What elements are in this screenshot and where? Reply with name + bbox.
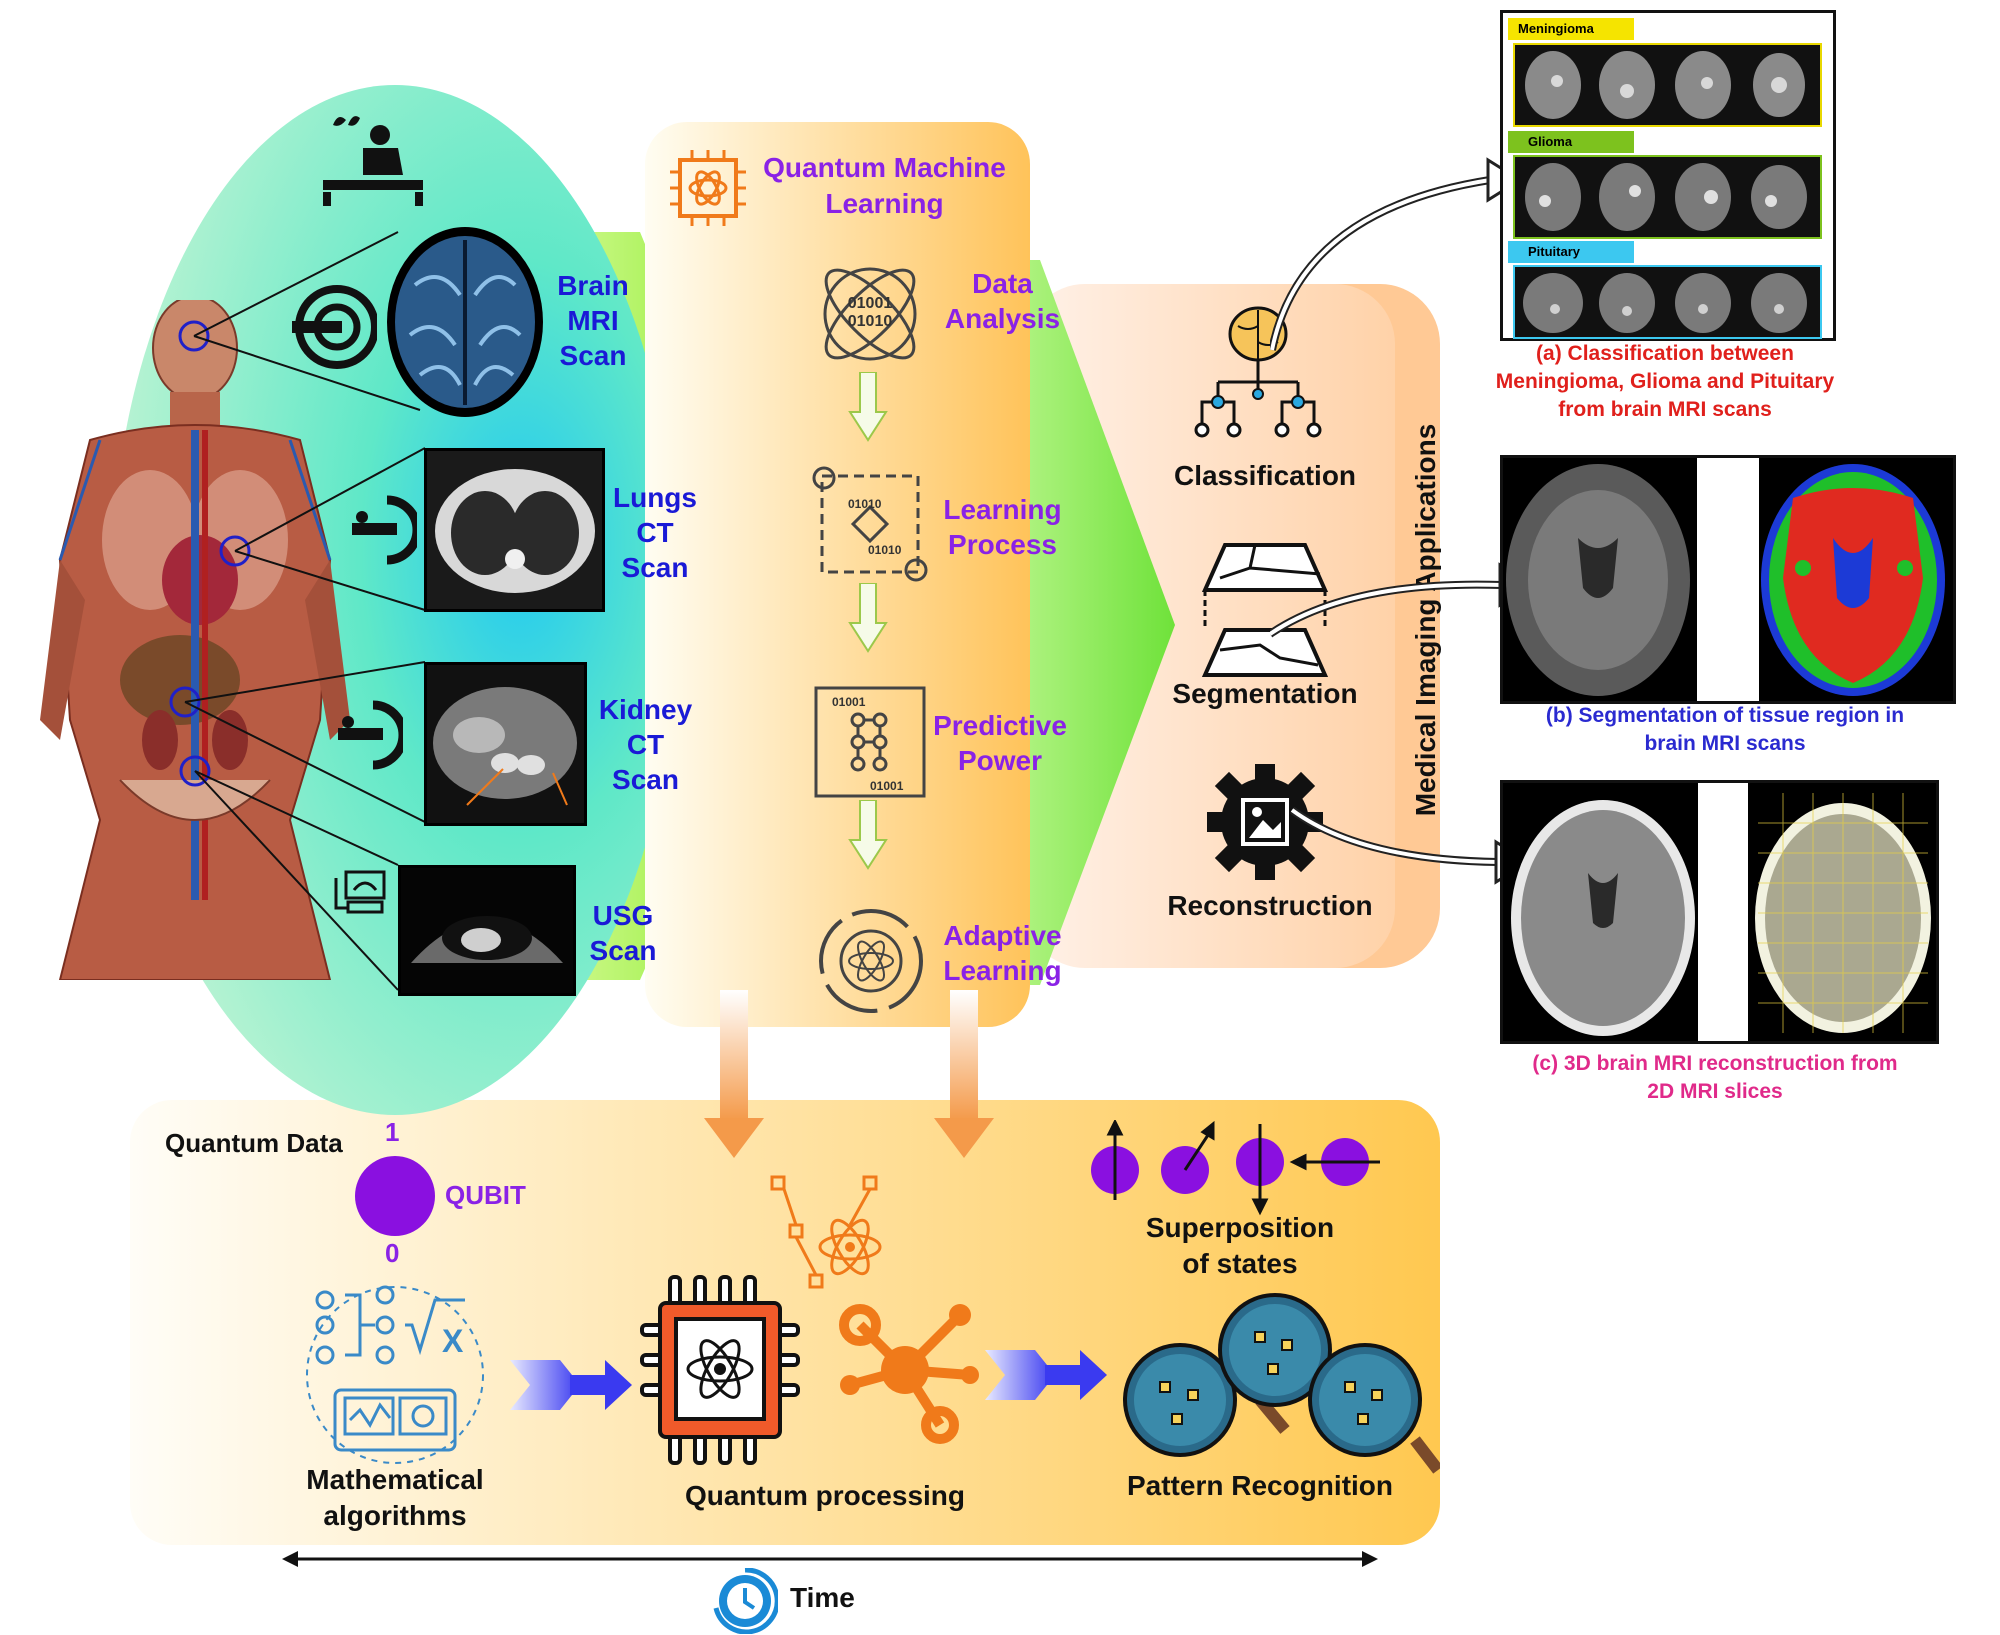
quantum-processor-icon	[640, 1275, 800, 1465]
qml-down-arrow-1	[848, 372, 888, 442]
lungs-marker	[219, 535, 251, 567]
qml-down-arrow-3	[848, 800, 888, 870]
lungs-ct-label: Lungs CT Scan	[613, 482, 697, 583]
down-arrow-left	[704, 990, 764, 1158]
chevron-arrow-1	[510, 1360, 632, 1410]
svg-text:01001: 01001	[870, 779, 904, 793]
green-arrow-to-apps	[1000, 260, 1175, 985]
segmentation-icon	[1201, 543, 1329, 677]
svg-text:X: X	[442, 1323, 464, 1359]
quantum-panel	[130, 1100, 1440, 1545]
brain-marker	[178, 320, 210, 352]
svg-text:01010: 01010	[868, 543, 902, 557]
panel-c-caption: (c) 3D brain MRI reconstruction from 2D …	[1532, 1052, 1898, 1103]
therapy-icon	[323, 116, 423, 206]
superposition-label: Superposition of states	[1145, 1212, 1335, 1279]
tag-meningioma: Meningioma	[1508, 18, 1634, 40]
math-algorithms-icon: X	[306, 1285, 484, 1464]
qubit-label: QUBIT	[445, 1180, 526, 1210]
clock-icon	[713, 1568, 778, 1634]
qml-down-arrow-2	[848, 583, 888, 653]
tag-pituitary: Pituitary	[1508, 241, 1634, 263]
quantum-chip-icon	[670, 150, 746, 226]
pituitary-row	[1513, 265, 1822, 339]
organ-callouts	[169, 231, 426, 991]
qubit-zero-label: 0	[385, 1238, 400, 1268]
lungs-ct-image	[424, 448, 605, 612]
brain-mri-image	[387, 227, 543, 417]
qml-step-data-analysis: Data Analysis	[944, 268, 1061, 334]
reconstruction-gear-icon	[1207, 764, 1323, 880]
qml-panel	[645, 122, 1030, 1027]
ct-scanner-icon-1	[352, 495, 417, 565]
brain-mri-label: Brain MRI Scan	[557, 270, 629, 371]
tag-glioma: Glioma	[1508, 131, 1634, 153]
mri-machine-icon	[292, 285, 377, 369]
meningioma-row	[1513, 43, 1822, 127]
adaptive-learning-icon	[819, 909, 923, 1013]
qml-step-learning-process: Learning Process	[943, 494, 1062, 560]
panel-b-caption: (b) Segmentation of tissue region in bra…	[1545, 704, 1905, 755]
time-label: Time	[790, 1582, 855, 1613]
predictive-power-icon: 01001 01001	[814, 686, 926, 798]
ultrasound-device-icon	[334, 870, 386, 914]
glioma-row	[1513, 155, 1822, 239]
quantum-node-icon	[839, 1304, 979, 1444]
kidney-marker	[169, 686, 201, 718]
ct-scanner-icon-2	[338, 700, 403, 770]
data-analysis-icon: 01001 01010	[823, 267, 917, 361]
svg-text:01010: 01010	[848, 313, 893, 330]
qml-step-adaptive-learning: Adaptive Learning	[943, 920, 1062, 986]
quantum-network-icon	[770, 1175, 882, 1289]
svg-text:01001: 01001	[832, 695, 866, 709]
usg-marker	[179, 755, 211, 787]
svg-text:01001: 01001	[848, 295, 893, 312]
kidney-ct-label: Kidney CT Scan	[598, 694, 693, 795]
classification-icon	[1194, 306, 1322, 438]
chevron-arrow-2	[985, 1350, 1107, 1400]
app-connector-arrows	[1270, 157, 1535, 885]
svg-text:01010: 01010	[848, 497, 882, 511]
qubit-one-label: 1	[385, 1117, 400, 1147]
quantum-data-label: Quantum Data	[165, 1128, 343, 1158]
down-arrow-right	[934, 990, 994, 1158]
usg-label: USG Scan	[589, 900, 657, 966]
panel-a-caption: (a) Classification between Meningioma, G…	[1495, 342, 1835, 421]
anatomy-body-figure	[40, 300, 350, 980]
app-segmentation-label: Segmentation	[1172, 678, 1358, 709]
superposition-qubits	[1091, 1120, 1380, 1216]
qml-step-predictive-power: Predictive Power	[933, 710, 1067, 776]
panel-c-reconstruction	[1500, 780, 1939, 1044]
pattern-recognition-label: Pattern Recognition	[1126, 1470, 1393, 1501]
math-algorithms-label: Mathematical algorithms	[306, 1464, 484, 1531]
qml-title: Quantum Machine Learning	[763, 152, 1006, 219]
kidney-ct-image	[424, 662, 587, 826]
quantum-processing-label: Quantum processing	[684, 1480, 966, 1511]
learning-process-icon: 01010 01010	[812, 466, 928, 582]
panel-b-segmentation	[1500, 455, 1956, 704]
app-classification-label: Classification	[1173, 460, 1357, 491]
time-axis	[282, 1551, 1378, 1567]
pattern-recognition-icon	[1123, 1293, 1440, 1474]
app-reconstruction-label: Reconstruction	[1167, 890, 1373, 921]
panel-a-classification: Meningioma Glioma Pituitary	[1500, 10, 1836, 341]
usg-image	[398, 865, 576, 996]
qubit-sphere	[355, 1156, 435, 1236]
